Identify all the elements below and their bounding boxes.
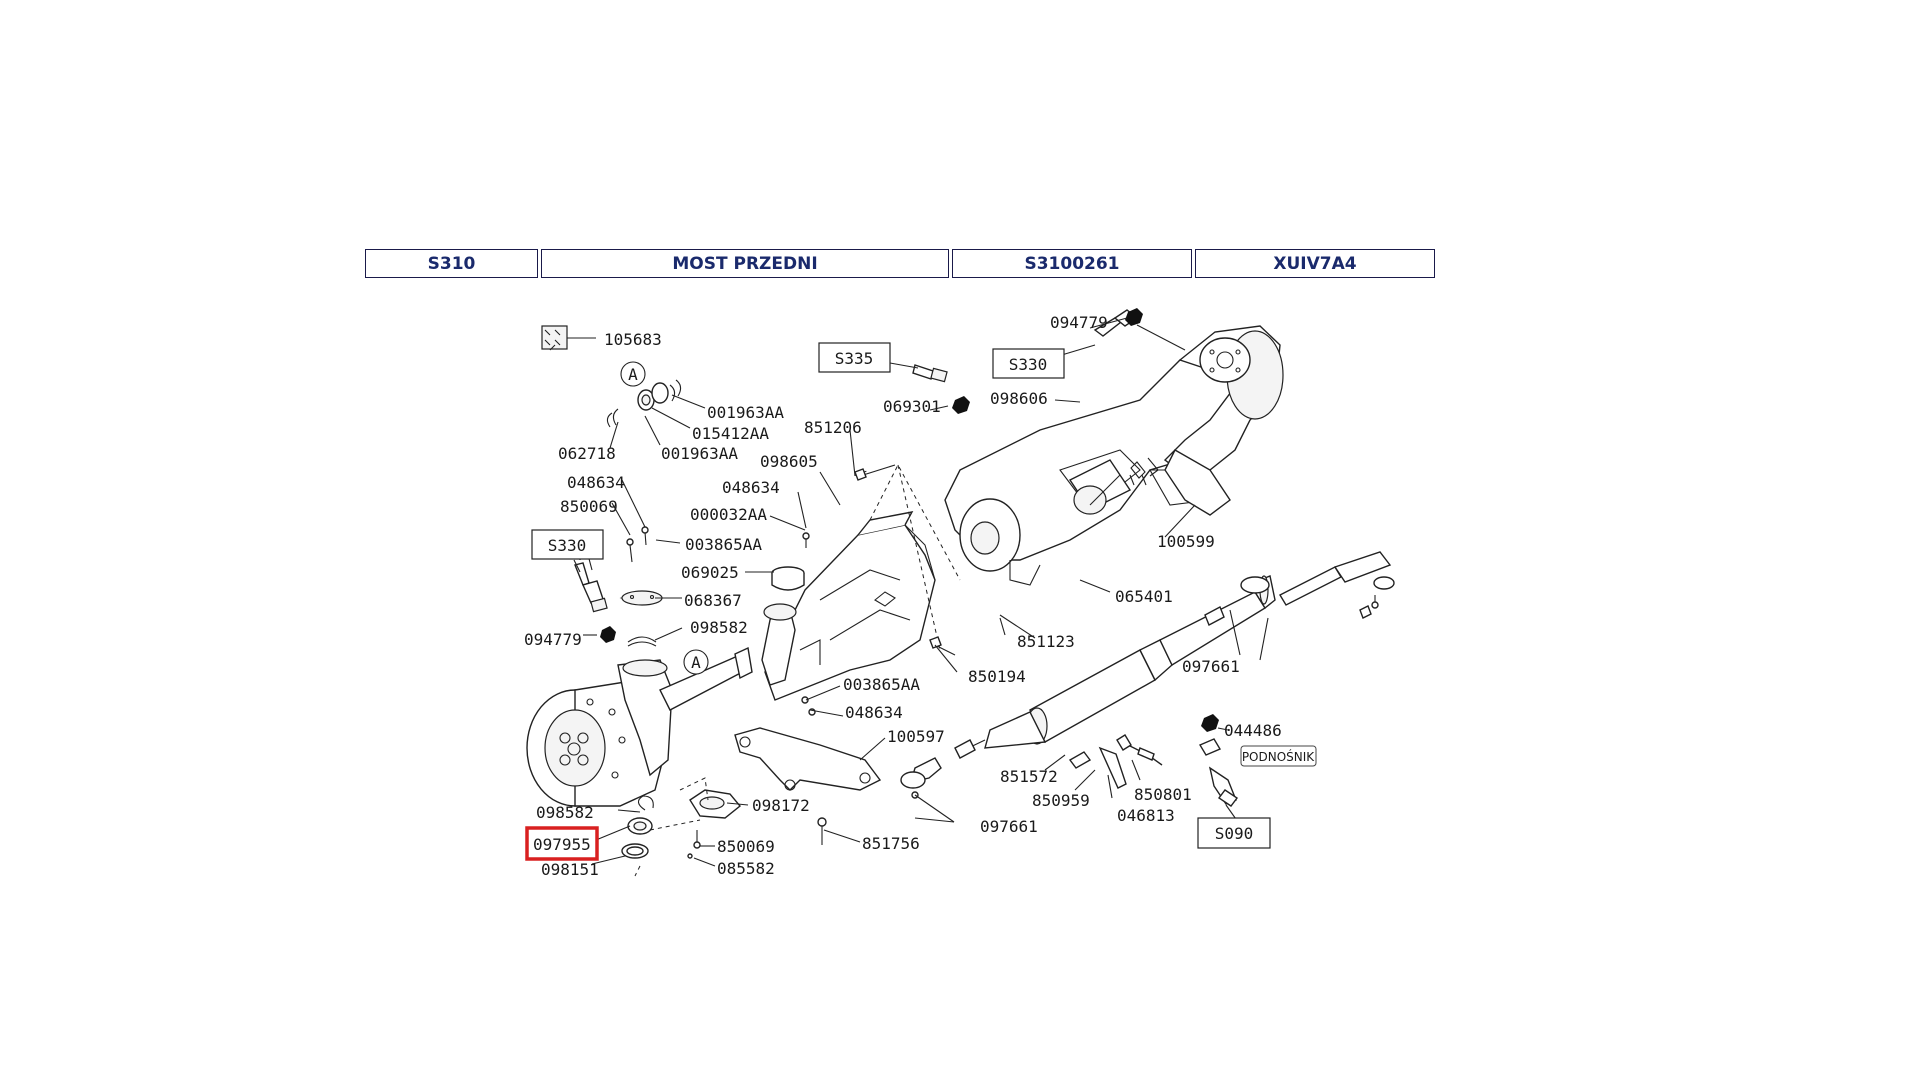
lower-pivot bbox=[649, 777, 827, 859]
bolt-851206 bbox=[854, 464, 896, 481]
label-065401[interactable]: 065401 bbox=[1115, 587, 1173, 606]
label-003865AA-2[interactable]: 003865AA bbox=[843, 675, 920, 694]
label-062718[interactable]: 062718 bbox=[558, 444, 616, 463]
label-069025[interactable]: 069025 bbox=[681, 563, 739, 582]
svg-text:PODNOŚNIK: PODNOŚNIK bbox=[1242, 749, 1315, 764]
label-850194[interactable]: 850194 bbox=[968, 667, 1026, 686]
ref-a-2: A bbox=[683, 649, 709, 675]
label-085582[interactable]: 085582 bbox=[717, 859, 775, 878]
steering-knuckle bbox=[617, 646, 753, 777]
label-094779-2[interactable]: 094779 bbox=[1050, 313, 1108, 332]
part-105683-block bbox=[541, 325, 568, 351]
label-000032AA[interactable]: 000032AA bbox=[690, 505, 767, 524]
ref-s330-left[interactable]: S330 bbox=[531, 529, 604, 560]
label-015412AA[interactable]: 015412AA bbox=[692, 424, 769, 443]
svg-text:S330: S330 bbox=[1009, 355, 1048, 374]
label-097661-2[interactable]: 097661 bbox=[980, 817, 1038, 836]
label-097661-1[interactable]: 097661 bbox=[1182, 657, 1240, 676]
label-048634-1[interactable]: 048634 bbox=[567, 473, 625, 492]
ref-podnosnik[interactable]: PODNOŚNIK bbox=[1240, 745, 1317, 767]
label-097955[interactable]: 097955 bbox=[533, 835, 591, 854]
label-001963AA-2[interactable]: 001963AA bbox=[661, 444, 738, 463]
svg-text:A: A bbox=[691, 653, 701, 672]
label-098605[interactable]: 098605 bbox=[760, 452, 818, 471]
label-048634-3[interactable]: 048634 bbox=[722, 478, 780, 497]
label-044486[interactable]: 044486 bbox=[1224, 721, 1282, 740]
label-100597[interactable]: 100597 bbox=[887, 727, 945, 746]
label-001963AA-1[interactable]: 001963AA bbox=[707, 403, 784, 422]
label-069301[interactable]: 069301 bbox=[883, 397, 941, 416]
header-model: S310 bbox=[365, 249, 538, 278]
leader-lines bbox=[567, 317, 1269, 867]
label-850069-1[interactable]: 850069 bbox=[560, 497, 618, 516]
label-068367[interactable]: 068367 bbox=[684, 591, 742, 610]
label-105683[interactable]: 105683 bbox=[604, 330, 662, 349]
label-098172[interactable]: 098172 bbox=[752, 796, 810, 815]
wheel-hub-left bbox=[526, 681, 669, 807]
label-098606[interactable]: 098606 bbox=[990, 389, 1048, 408]
ref-s090[interactable]: S090 bbox=[1197, 817, 1271, 849]
label-851756[interactable]: 851756 bbox=[862, 834, 920, 853]
label-098582-1[interactable]: 098582 bbox=[690, 618, 748, 637]
label-003865AA-1[interactable]: 003865AA bbox=[685, 535, 762, 554]
ref-s330-top[interactable]: S330 bbox=[992, 348, 1065, 379]
label-100599[interactable]: 100599 bbox=[1157, 532, 1215, 551]
header-code: S3100261 bbox=[952, 249, 1192, 278]
label-850801[interactable]: 850801 bbox=[1134, 785, 1192, 804]
label-851206[interactable]: 851206 bbox=[804, 418, 862, 437]
header-section: MOST PRZEDNI bbox=[541, 249, 949, 278]
header-variant: XUIV7A4 bbox=[1195, 249, 1435, 278]
label-851572[interactable]: 851572 bbox=[1000, 767, 1058, 786]
cylinder-fittings bbox=[1068, 714, 1239, 807]
bracket-100597 bbox=[734, 727, 882, 791]
svg-text:A: A bbox=[628, 365, 638, 384]
differential-housing bbox=[944, 325, 1284, 586]
label-098151[interactable]: 098151 bbox=[541, 860, 599, 879]
label-851123[interactable]: 851123 bbox=[1017, 632, 1075, 651]
label-048634-2[interactable]: 048634 bbox=[845, 703, 903, 722]
bearing-set-a bbox=[606, 379, 682, 428]
svg-text:S090: S090 bbox=[1215, 824, 1254, 843]
label-850959[interactable]: 850959 bbox=[1032, 791, 1090, 810]
svg-text:S330: S330 bbox=[548, 536, 587, 555]
label-094779-1[interactable]: 094779 bbox=[524, 630, 582, 649]
ref-a-1: A bbox=[620, 361, 646, 387]
speed-sensor-left bbox=[574, 548, 616, 643]
knuckle-small-parts bbox=[619, 526, 665, 877]
small-screws-center bbox=[801, 532, 816, 716]
bolt-850194 bbox=[929, 636, 956, 656]
label-098582-2[interactable]: 098582 bbox=[536, 803, 594, 822]
steering-cylinder bbox=[900, 551, 1395, 799]
highlight-box bbox=[525, 826, 599, 861]
part-labels: 105683 001963AA 015412AA 062718 001963AA… bbox=[524, 313, 1282, 879]
label-850069-2[interactable]: 850069 bbox=[717, 837, 775, 856]
label-046813[interactable]: 046813 bbox=[1117, 806, 1175, 825]
axle-beam-housing bbox=[761, 511, 936, 701]
svg-text:S335: S335 bbox=[835, 349, 874, 368]
ref-s335[interactable]: S335 bbox=[818, 342, 891, 373]
